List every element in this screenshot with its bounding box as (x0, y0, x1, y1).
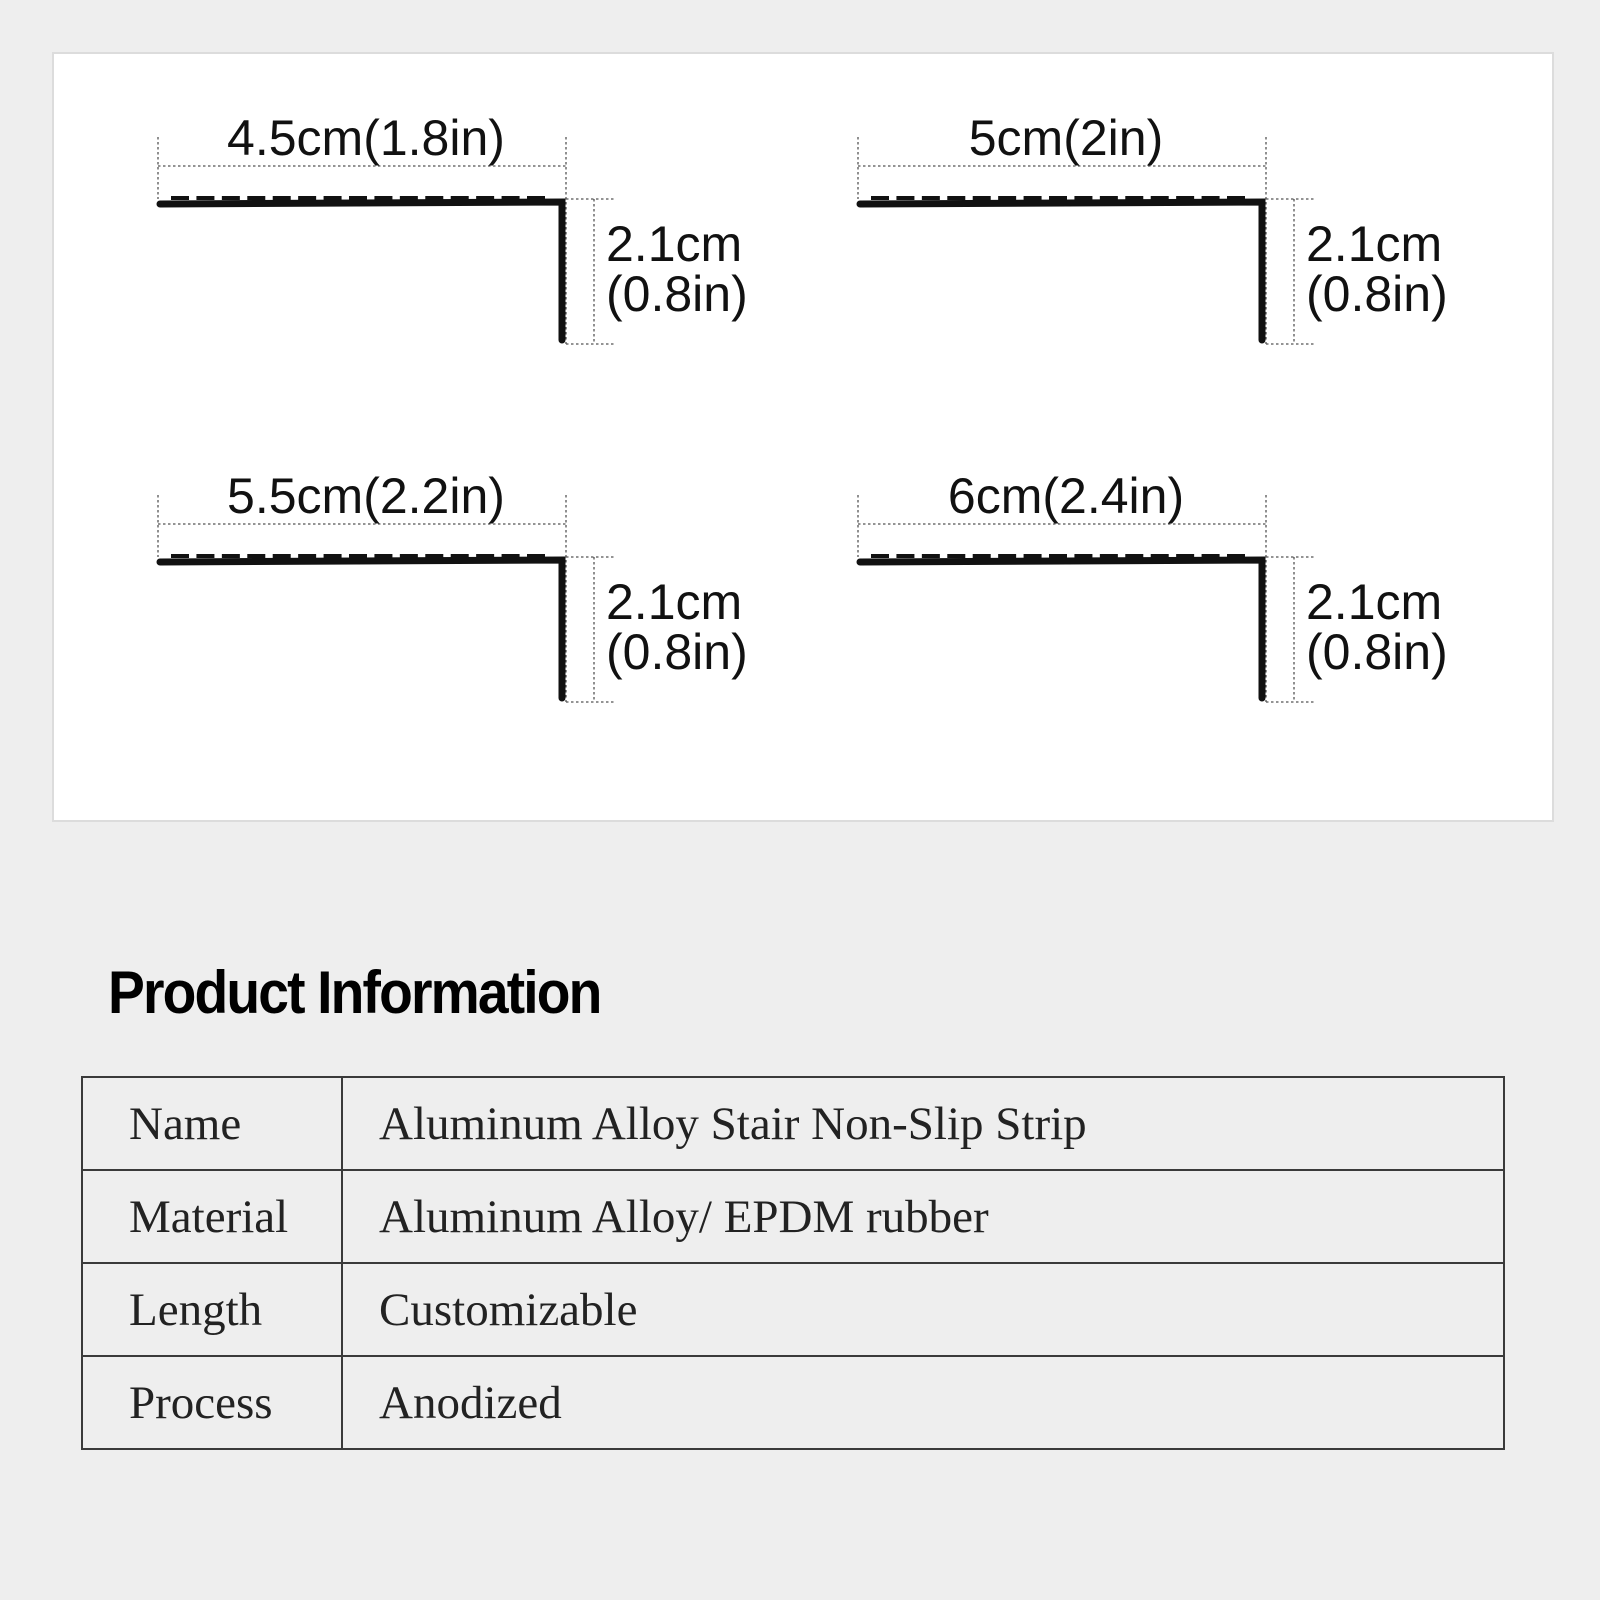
height-label-in: (0.8in) (606, 266, 748, 322)
anti-slip-ridge (323, 196, 342, 200)
anti-slip-ridge (247, 554, 266, 558)
anti-slip-ridge (1125, 554, 1144, 558)
dimension-panel: 4.5cm(1.8in)2.1cm(0.8in)5cm(2in)2.1cm(0.… (52, 52, 1554, 822)
height-label-in: (0.8in) (1306, 266, 1448, 322)
anti-slip-ridge (298, 554, 317, 558)
anti-slip-ridge (450, 554, 469, 558)
product-info-table: Name Aluminum Alloy Stair Non-Slip Strip… (81, 1076, 1505, 1450)
l-profile (156, 198, 566, 344)
table-row: Process Anodized (81, 1355, 1505, 1450)
anti-slip-ridge (450, 196, 469, 200)
anti-slip-ridge (349, 554, 367, 558)
anti-slip-ridge (1074, 196, 1093, 200)
row-value-name: Aluminum Alloy Stair Non-Slip Strip (341, 1076, 1505, 1171)
row-key-length: Length (81, 1262, 343, 1357)
l-profile (856, 556, 1266, 702)
anti-slip-ridge (298, 196, 317, 200)
anti-slip-ridge (374, 196, 393, 200)
anti-slip-ridge (399, 554, 418, 558)
anti-slip-ridge (196, 554, 215, 558)
anti-slip-ridge (947, 554, 966, 558)
anti-slip-ridge (171, 196, 189, 200)
height-label-in: (0.8in) (606, 624, 748, 680)
anti-slip-ridge (425, 554, 444, 558)
anti-slip-ridge (871, 196, 889, 200)
row-value-process: Anodized (341, 1355, 1505, 1450)
height-label-in: (0.8in) (1306, 624, 1448, 680)
row-value-material: Aluminum Alloy/ EPDM rubber (341, 1169, 1505, 1264)
anti-slip-ridge (947, 196, 966, 200)
anti-slip-ridge (1201, 196, 1220, 200)
anti-slip-ridge (1201, 554, 1220, 558)
table-row: Name Aluminum Alloy Stair Non-Slip Strip (81, 1076, 1505, 1171)
anti-slip-ridge (425, 196, 444, 200)
profile-diagram: 5.5cm(2.2in) 2.1cm(0.8in) (156, 468, 748, 703)
anti-slip-ridge (921, 554, 940, 558)
anti-slip-ridge (1023, 196, 1042, 200)
anti-slip-ridge (171, 554, 189, 558)
width-label: 4.5cm(1.8in) (227, 110, 505, 166)
profile-diagram: 5cm(2in) 2.1cm(0.8in) (856, 110, 1448, 345)
anti-slip-ridge (1049, 196, 1067, 200)
anti-slip-ridge (1176, 196, 1195, 200)
height-label-cm: 2.1cm (606, 574, 742, 630)
anti-slip-ridge (1227, 554, 1245, 558)
anti-slip-ridge (196, 196, 215, 200)
anti-slip-ridge (221, 196, 240, 200)
height-label-cm: 2.1cm (1306, 574, 1442, 630)
l-profile (856, 198, 1266, 344)
row-key-material: Material (81, 1169, 343, 1264)
anti-slip-ridge (1125, 196, 1144, 200)
anti-slip-ridge (896, 196, 915, 200)
anti-slip-ridge (221, 554, 240, 558)
product-information-title: Product Information (108, 959, 602, 1026)
anti-slip-ridge (501, 554, 520, 558)
anti-slip-ridge (998, 554, 1017, 558)
height-label-cm: 2.1cm (606, 216, 742, 272)
anti-slip-ridge (374, 554, 393, 558)
anti-slip-ridge (349, 196, 367, 200)
anti-slip-ridge (501, 196, 520, 200)
anti-slip-ridge (247, 196, 266, 200)
anti-slip-ridge (272, 554, 291, 558)
height-label-cm: 2.1cm (1306, 216, 1442, 272)
anti-slip-ridge (476, 196, 495, 200)
anti-slip-ridge (1023, 554, 1042, 558)
anti-slip-ridge (896, 554, 915, 558)
anti-slip-ridge (921, 196, 940, 200)
anti-slip-ridge (1074, 554, 1093, 558)
anti-slip-ridge (1176, 554, 1195, 558)
anti-slip-ridge (476, 554, 495, 558)
anti-slip-ridge (1049, 554, 1067, 558)
anti-slip-ridge (871, 554, 889, 558)
width-label: 5.5cm(2.2in) (227, 468, 505, 524)
anti-slip-ridge (972, 196, 991, 200)
width-label: 6cm(2.4in) (948, 468, 1184, 524)
anti-slip-ridge (1227, 196, 1245, 200)
dimension-diagrams: 4.5cm(1.8in)2.1cm(0.8in)5cm(2in)2.1cm(0.… (156, 110, 1448, 703)
anti-slip-ridge (399, 196, 418, 200)
anti-slip-ridge (527, 196, 545, 200)
anti-slip-ridge (1150, 554, 1169, 558)
table-row: Material Aluminum Alloy/ EPDM rubber (81, 1169, 1505, 1264)
table-row: Length Customizable (81, 1262, 1505, 1357)
row-key-process: Process (81, 1355, 343, 1450)
row-key-name: Name (81, 1076, 343, 1171)
row-value-length: Customizable (341, 1262, 1505, 1357)
anti-slip-ridge (1099, 196, 1118, 200)
anti-slip-ridge (972, 554, 991, 558)
l-profile (156, 556, 566, 702)
anti-slip-ridge (272, 196, 291, 200)
profile-diagram: 6cm(2.4in) 2.1cm(0.8in) (856, 468, 1448, 703)
width-label: 5cm(2in) (969, 110, 1163, 166)
anti-slip-ridge (527, 554, 545, 558)
anti-slip-ridge (1150, 196, 1169, 200)
anti-slip-ridge (998, 196, 1017, 200)
anti-slip-ridge (1099, 554, 1118, 558)
profile-diagram: 4.5cm(1.8in) 2.1cm(0.8in) (156, 110, 748, 345)
anti-slip-ridge (323, 554, 342, 558)
